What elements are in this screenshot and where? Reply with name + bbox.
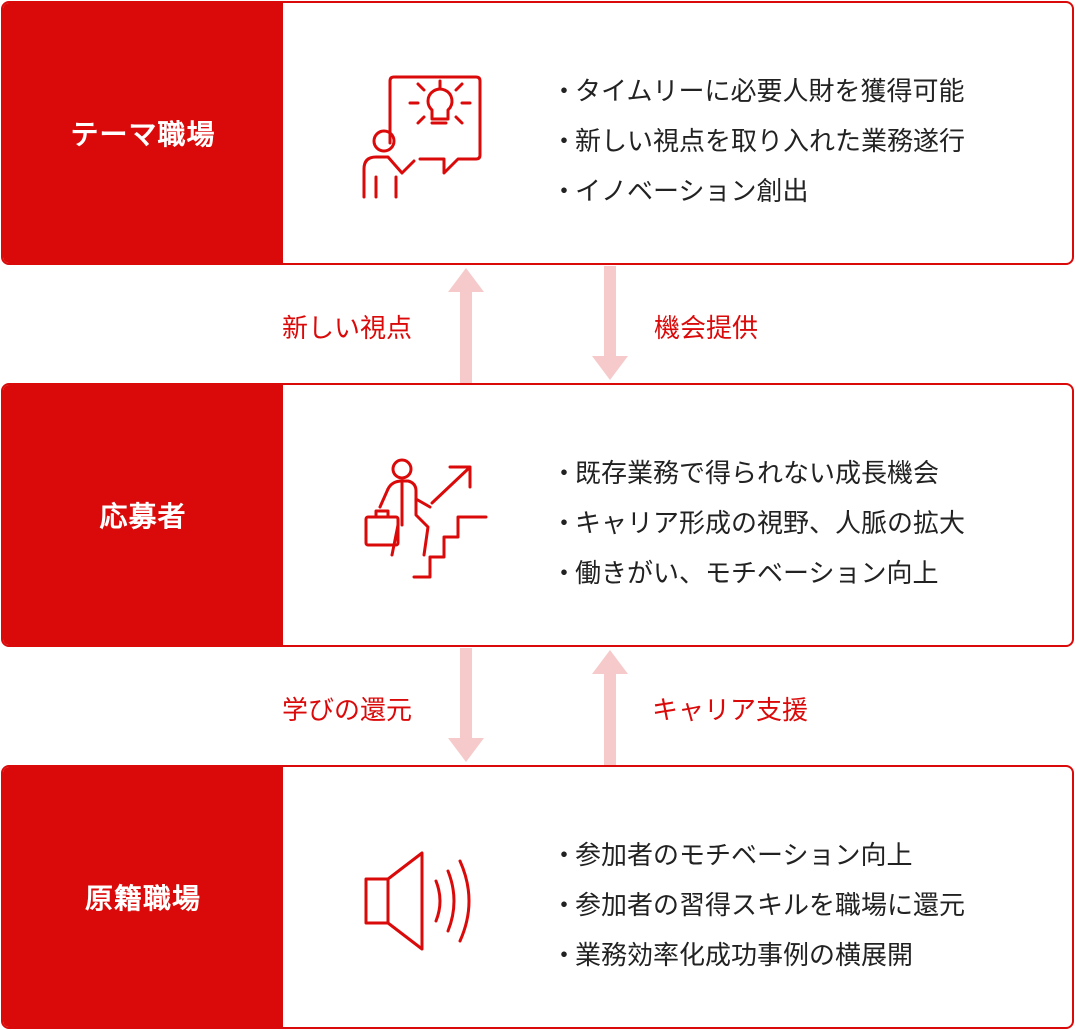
presenter-lightbulb-icon	[358, 73, 488, 203]
flow-label-new-perspective: 新しい視点	[282, 314, 413, 344]
climbing-stairs-growth-icon	[358, 455, 488, 585]
card-title: 応募者	[3, 385, 283, 645]
card-applicant: 応募者 ・既存業務で得られない成長機会 ・キャリア形成の視野、人脈の拡大 ・働き…	[1, 383, 1074, 647]
list-item: ・働きがい、モチベーション向上	[551, 559, 939, 589]
card-title: テーマ職場	[3, 3, 283, 263]
list-item: ・参加者のモチベーション向上	[551, 841, 913, 871]
speaker-sound-icon	[358, 837, 488, 967]
list-item: ・参加者の習得スキルを職場に還元	[551, 891, 966, 921]
card-home-workplace: 原籍職場 ・参加者のモチベーション向上 ・参加者の習得スキルを職場に還元 ・業務…	[1, 765, 1074, 1029]
arrow-up-career-support	[592, 650, 628, 765]
flow-label-career-support: キャリア支援	[652, 696, 809, 726]
list-item: ・新しい視点を取り入れた業務遂行	[551, 127, 966, 157]
arrow-up-new-perspective	[448, 268, 484, 383]
benefit-list: ・タイムリーに必要人財を獲得可能 ・新しい視点を取り入れた業務遂行 ・イノベーシ…	[551, 67, 965, 217]
list-item: ・タイムリーに必要人財を獲得可能	[551, 77, 965, 107]
arrow-down-learning-return	[448, 648, 484, 762]
flow-label-opportunity: 機会提供	[654, 314, 759, 344]
flow-label-learning-return: 学びの還元	[282, 696, 413, 726]
list-item: ・業務効率化成功事例の横展開	[551, 941, 914, 971]
card-theme-workplace: テーマ職場 ・タイムリーに必要人財を獲得可能 ・新しい視点を取り入	[1, 1, 1074, 265]
benefit-list: ・既存業務で得られない成長機会 ・キャリア形成の視野、人脈の拡大 ・働きがい、モ…	[551, 449, 965, 599]
arrow-down-opportunity	[592, 266, 628, 380]
list-item: ・既存業務で得られない成長機会	[551, 459, 940, 489]
benefit-list: ・参加者のモチベーション向上 ・参加者の習得スキルを職場に還元 ・業務効率化成功…	[551, 831, 965, 981]
list-item: ・キャリア形成の視野、人脈の拡大	[551, 509, 966, 539]
card-title: 原籍職場	[3, 767, 283, 1027]
list-item: ・イノベーション創出	[551, 177, 809, 207]
